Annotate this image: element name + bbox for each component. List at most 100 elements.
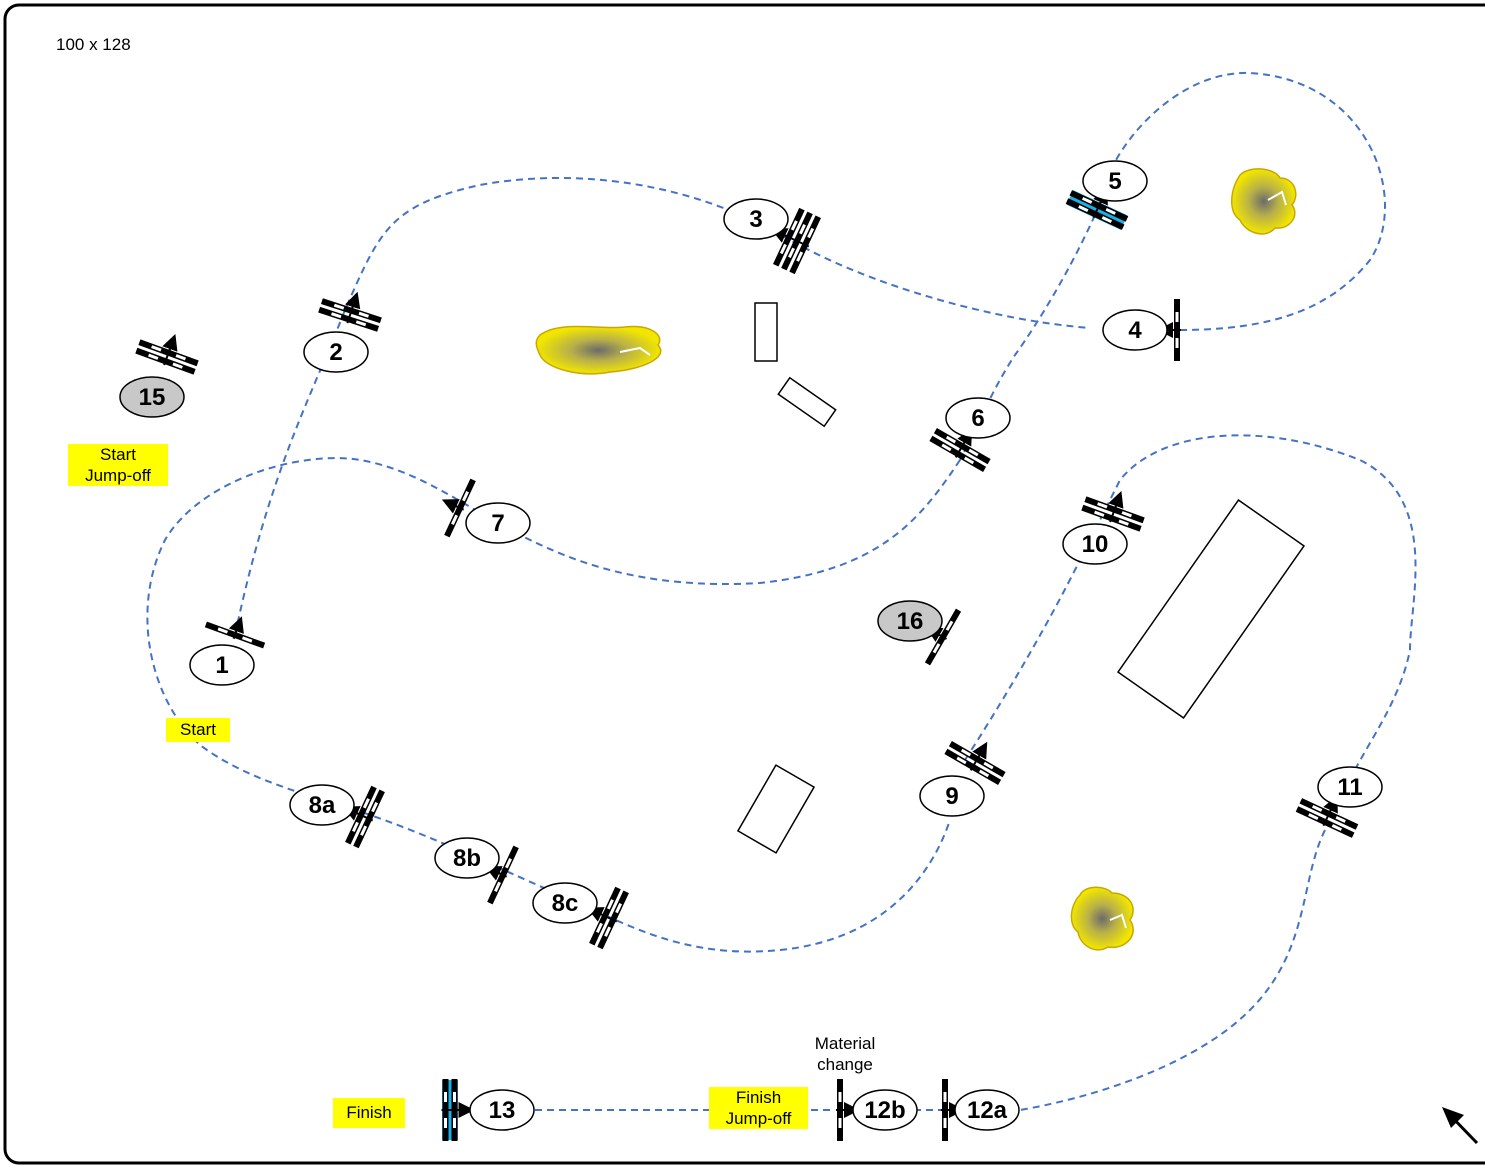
- flowerbed-icon: [754, 302, 778, 362]
- rail-stripe: [838, 1092, 842, 1102]
- number-badge: [945, 397, 1011, 439]
- rail-stripe: [242, 636, 253, 643]
- start-marker: Start: [166, 718, 230, 742]
- rail-stripe: [217, 627, 228, 634]
- obstacle-number: 5: [1108, 168, 1121, 195]
- number-badge: [303, 331, 369, 373]
- rail-stripe: [963, 456, 975, 465]
- jump-7-label: 7: [465, 502, 531, 544]
- number-badge: [469, 1089, 535, 1131]
- direction-arrow: [770, 228, 810, 248]
- rail-stripe: [983, 761, 994, 770]
- finish-jumpoff-line1: Finish: [735, 1088, 782, 1107]
- arena-size-label: 100 x 128: [56, 35, 131, 54]
- flowerbed-icon: [736, 764, 816, 854]
- rail-stripe: [1175, 312, 1179, 322]
- jump-11-label: 11: [1317, 766, 1383, 808]
- rail-stripe: [148, 353, 159, 360]
- rail-stripe: [606, 899, 614, 910]
- rail-stripe: [1311, 804, 1323, 812]
- rail-stripe: [451, 514, 458, 525]
- number-badge: [465, 502, 531, 544]
- jump-10-label: 10: [1062, 523, 1128, 565]
- jump-6-label: 6: [945, 397, 1011, 439]
- jump-4-label: 4: [1102, 309, 1168, 351]
- direction-arrow: [228, 616, 244, 640]
- rail-stripe: [453, 1092, 456, 1102]
- obstacle-number: 10: [1082, 531, 1109, 558]
- number-badge: [1082, 160, 1148, 202]
- rail-stripe: [1335, 815, 1346, 823]
- jump-1-label: 1: [189, 644, 255, 686]
- jump-9-label: 9: [919, 775, 985, 817]
- jump-8a-label: 8a: [289, 784, 355, 826]
- jump-12b-label: 12b: [852, 1089, 918, 1131]
- rail-stripe: [788, 247, 795, 258]
- rail-stripe: [358, 311, 369, 318]
- rail-stripe: [1101, 216, 1113, 224]
- rail-stripe: [968, 448, 979, 457]
- rail-stripe: [1175, 338, 1179, 348]
- rail-stripe: [978, 769, 990, 778]
- rail-stripe: [796, 251, 804, 262]
- rail-stripe: [444, 1092, 447, 1102]
- rail-stripe: [838, 1118, 842, 1128]
- material-change-line2: change: [817, 1055, 873, 1074]
- rail-stripe: [175, 354, 186, 361]
- finish-marker: Finish: [333, 1098, 405, 1128]
- obstacle-number: 11: [1337, 774, 1362, 801]
- rail-stripe: [494, 881, 501, 892]
- number-badge: [434, 837, 500, 879]
- number-badge: [119, 376, 185, 418]
- direction-arrow: [484, 866, 508, 881]
- bush-icon: [1070, 886, 1134, 951]
- rail-stripe: [1081, 196, 1093, 204]
- obstacle-number: 1: [215, 652, 228, 679]
- rail-stripe: [360, 825, 368, 836]
- flowerbed-icon: [1116, 499, 1306, 719]
- start-jumpoff-marker: Start Jump-off: [68, 444, 168, 486]
- number-badge: [954, 1089, 1020, 1131]
- direction-arrow: [586, 907, 618, 923]
- jump-9-fence: [944, 741, 1006, 785]
- jump-1-fence: [204, 616, 266, 649]
- obstacle-number: 8b: [453, 845, 481, 872]
- direction-arrow: [342, 806, 374, 822]
- rail-stripe: [1121, 511, 1132, 518]
- arena-border: [3, 3, 1485, 1165]
- rail-stripe: [1078, 205, 1089, 213]
- number-badge: [852, 1089, 918, 1131]
- direction-arrow: [969, 741, 988, 771]
- jump-15-fence: [135, 333, 199, 375]
- obstacle-number: 16: [897, 608, 924, 635]
- rail-stripe: [1097, 502, 1108, 509]
- material-change-note: Material change: [800, 1033, 890, 1075]
- number-badge: [1317, 766, 1383, 808]
- number-badge: [723, 198, 789, 240]
- rail-stripe: [1118, 519, 1129, 526]
- rail-stripe: [1094, 510, 1105, 517]
- rail-stripe: [371, 801, 379, 813]
- jump-16-label: 16: [877, 600, 943, 642]
- direction-arrow: [441, 499, 465, 514]
- jump-12b-fence: [836, 1079, 860, 1141]
- jump-7-fence: [441, 478, 476, 538]
- jump-13-fence: [441, 1079, 475, 1141]
- jump-15-label: 15: [119, 376, 185, 418]
- rail-stripe: [941, 443, 952, 452]
- number-badge: [532, 882, 598, 924]
- rail-stripe: [615, 902, 623, 914]
- rail-stripe: [1331, 824, 1343, 832]
- number-badge: [919, 775, 985, 817]
- jump-13-label: 13: [469, 1089, 535, 1131]
- rail-stripe: [943, 1092, 947, 1102]
- jump-2-fence: [318, 291, 382, 332]
- rail-stripe: [331, 312, 342, 319]
- material-change-line1: Material: [814, 1034, 876, 1053]
- jump-8c-fence: [586, 886, 629, 950]
- obstacle-number: 13: [489, 1097, 516, 1124]
- jump-8c-label: 8c: [532, 882, 598, 924]
- rail-stripe: [355, 320, 367, 327]
- flowerbed-icon: [777, 376, 837, 428]
